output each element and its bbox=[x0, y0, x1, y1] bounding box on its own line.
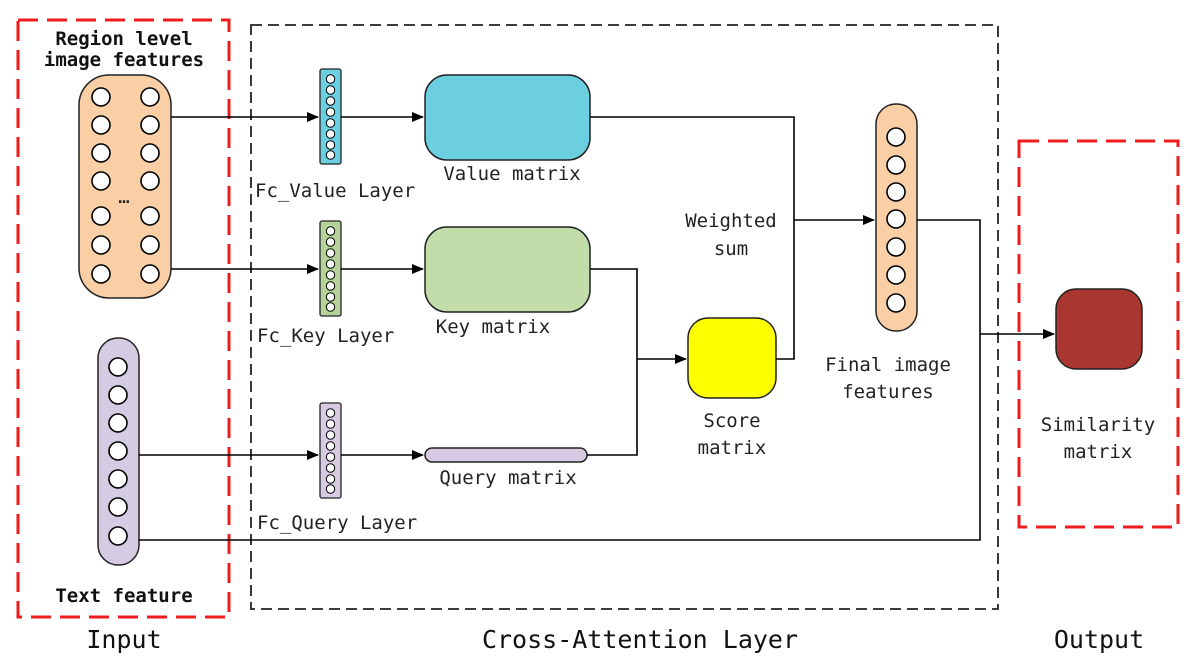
fc-key-layer bbox=[319, 220, 342, 317]
region-node bbox=[91, 235, 111, 255]
region-features-nodes bbox=[91, 87, 160, 284]
fc-value-layer bbox=[319, 68, 342, 165]
text-node bbox=[108, 526, 128, 546]
region-node bbox=[140, 206, 160, 226]
final-node bbox=[886, 182, 906, 202]
region-features-label-line1: Region level bbox=[55, 28, 192, 50]
final-features-label-line1: Final image bbox=[825, 354, 951, 376]
query-matrix-box bbox=[424, 447, 588, 463]
input-section-title: Input bbox=[86, 625, 161, 654]
final-to-merge-line bbox=[917, 219, 981, 334]
input-section-frame bbox=[16, 18, 231, 619]
key-matrix-to-score-line bbox=[590, 268, 638, 359]
cross-attention-section-frame bbox=[250, 24, 999, 610]
value-matrix-label: Value matrix bbox=[443, 163, 580, 185]
region-features-label-line2: image features bbox=[44, 49, 204, 71]
region-node bbox=[140, 87, 160, 107]
value-matrix-box bbox=[424, 74, 591, 161]
fc-query-layer bbox=[319, 402, 342, 499]
region-node bbox=[140, 143, 160, 163]
region-node bbox=[91, 264, 111, 284]
region-node bbox=[91, 171, 111, 191]
region-node bbox=[91, 206, 111, 226]
final-node bbox=[886, 209, 906, 229]
region-features-ellipsis: … bbox=[118, 186, 129, 208]
region-node bbox=[140, 115, 160, 135]
output-section-frame bbox=[1017, 139, 1180, 529]
region-node bbox=[140, 235, 160, 255]
text-node bbox=[108, 497, 128, 517]
region-node bbox=[91, 87, 111, 107]
cross-attention-section-title: Cross-Attention Layer bbox=[482, 625, 798, 654]
score-matrix-box bbox=[687, 317, 777, 399]
score-matrix-label-line2: matrix bbox=[698, 437, 767, 459]
text-node bbox=[108, 469, 128, 489]
fc-value-layer-label: Fc_Value Layer bbox=[255, 180, 415, 202]
fc-key-layer-label: Fc_Key Layer bbox=[257, 325, 394, 347]
final-node bbox=[886, 237, 906, 257]
fc-query-layer-label: Fc_Query Layer bbox=[257, 512, 417, 534]
similarity-matrix-box bbox=[1055, 288, 1143, 370]
weighted-sum-label-line2: sum bbox=[714, 238, 748, 260]
text-feature-label: Text feature bbox=[55, 585, 192, 607]
key-matrix-label: Key matrix bbox=[436, 316, 550, 338]
final-features-label-line2: features bbox=[842, 381, 934, 403]
region-node bbox=[91, 143, 111, 163]
key-matrix-box bbox=[424, 226, 591, 313]
final-node bbox=[886, 127, 906, 147]
final-features-nodes bbox=[886, 127, 906, 313]
text-node bbox=[108, 413, 128, 433]
final-node bbox=[886, 155, 906, 175]
output-section-title: Output bbox=[1054, 625, 1144, 654]
query-matrix-to-score-line bbox=[587, 359, 638, 456]
score-to-weighted-sum-line bbox=[776, 220, 795, 360]
query-matrix-label: Query matrix bbox=[439, 467, 576, 489]
text-bypass-line bbox=[139, 334, 981, 541]
text-feature-nodes bbox=[108, 357, 128, 546]
region-node bbox=[140, 264, 160, 284]
connectors bbox=[139, 112, 1055, 541]
region-node bbox=[91, 115, 111, 135]
weighted-sum-label-line1: Weighted bbox=[685, 210, 777, 232]
similarity-matrix-label-line1: Similarity bbox=[1041, 414, 1155, 436]
text-node bbox=[108, 357, 128, 377]
text-node bbox=[108, 385, 128, 405]
text-node bbox=[108, 441, 128, 461]
similarity-matrix-label-line2: matrix bbox=[1064, 441, 1133, 463]
final-node bbox=[886, 265, 906, 285]
region-node bbox=[140, 171, 160, 191]
value-matrix-to-weighted-sum-line bbox=[590, 116, 795, 220]
score-matrix-label-line1: Score bbox=[703, 410, 760, 432]
final-node bbox=[886, 293, 906, 313]
